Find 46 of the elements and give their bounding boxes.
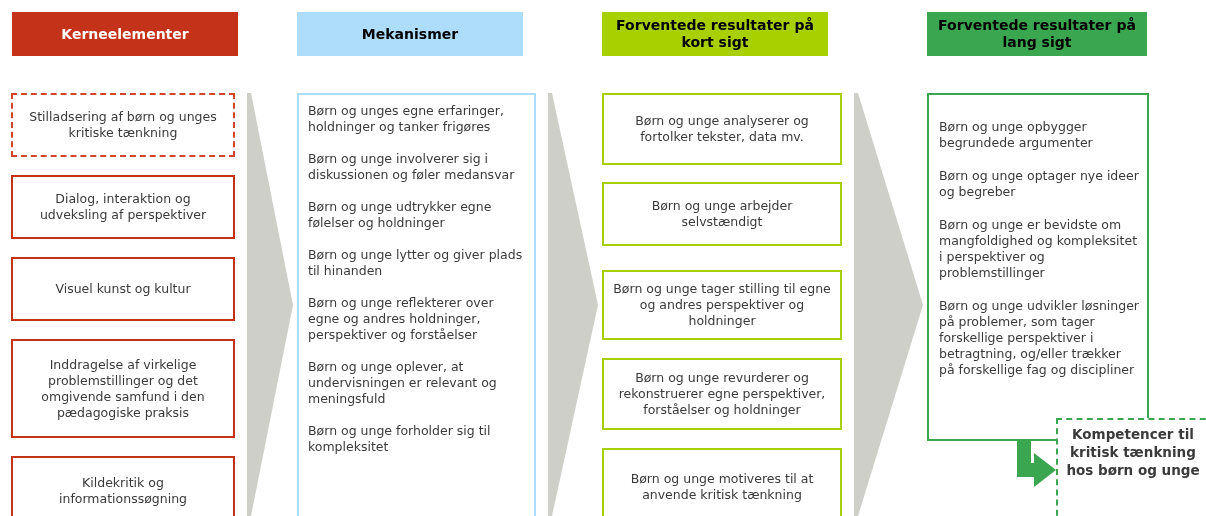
content-box — [602, 448, 842, 516]
column-header — [927, 12, 1147, 56]
list-item: Børn og unges egne erfaringer, holdninger og tanker frigøres — [308, 103, 505, 135]
content-box — [297, 93, 536, 516]
list-item: Børn og unge er bevidste om mangfoldighed og kompleksitet i perspektiver og problemstillinger — [939, 217, 1139, 281]
content-box — [11, 93, 235, 157]
content-box — [602, 358, 842, 430]
header-text: Mekanismer — [360, 25, 460, 43]
content-box — [11, 257, 235, 321]
header-text: Forventede resultater på lang sigt — [937, 17, 1137, 51]
box-text: Visuel kunst og kultur — [54, 281, 192, 297]
box-text: Stilladsering af børn og unges kritiske tænkning — [28, 109, 218, 141]
chevron-arrow — [548, 93, 598, 516]
list-item: Børn og unge forholder sig til kompleksitet — [308, 423, 492, 455]
box-text: Kompetencer til kritisk tænkning hos børn og unge — [1066, 425, 1200, 479]
bent-arrow — [1017, 441, 1056, 487]
list-item: Børn og unge optager nye ideer og begreber — [939, 168, 1139, 200]
column-header — [12, 12, 238, 56]
chevron-arrow — [247, 93, 293, 516]
list-item: Børn og unge involverer sig i diskussionen og føler medansvar — [308, 151, 516, 183]
column-header — [602, 12, 828, 56]
header-text: Kerneelementer — [60, 25, 190, 43]
content-box — [602, 182, 842, 246]
box-text: Kildekritik og informationssøgning — [58, 475, 188, 507]
list-item: Børn og unge udvikler løsninger på problemer, som tager forskellige perspektiver i betragtning, og/eller trækker på forskellige fag og discipliner — [939, 298, 1139, 378]
box-text: Inddragelse af virkelige problemstillinger og det omgivende samfund i den pædagogiske praksis — [40, 356, 206, 421]
list-item: Børn og unge reflekterer over egne og andres holdninger, perspektiver og forståelser — [308, 295, 495, 343]
outcome-box — [1056, 418, 1206, 516]
box-text: Børn og unge tager stilling til egne og andres perspektiver og holdninger — [612, 281, 832, 329]
box-text: Børn og unge arbejder selvstændigt — [650, 198, 794, 230]
list-item: Børn og unge udtrykker egne følelser og holdninger — [308, 199, 493, 231]
box-text: Dialog, interaktion og udveksling af perspektiver — [38, 191, 208, 223]
content-box — [602, 93, 842, 165]
box-text: Børn og unge motiveres til at anvende kritisk tænkning — [629, 471, 815, 503]
content-box — [11, 175, 235, 239]
box-text: Børn og unge analyserer og fortolker tekster, data mv. — [634, 113, 810, 145]
content-box — [11, 339, 235, 438]
chevron-arrow — [854, 93, 923, 516]
list-item: Børn og unge oplever, at undervisningen er relevant og meningsfuld — [308, 359, 498, 407]
box-text: Børn og unge revurderer og rekonstruerer egne perspektiver, forståelser og holdninger — [617, 370, 827, 418]
column-header — [297, 12, 523, 56]
content-box — [602, 270, 842, 340]
content-box — [11, 456, 235, 516]
header-text: Forventede resultater på kort sigt — [615, 17, 815, 51]
list-item: Børn og unge opbygger begrundede argumenter — [939, 119, 1094, 151]
list-item: Børn og unge lytter og giver plads til hinanden — [308, 247, 524, 279]
